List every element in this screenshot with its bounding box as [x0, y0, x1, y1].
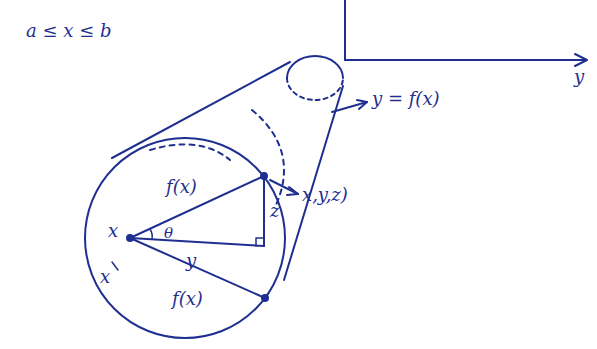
angle-arc [150, 229, 152, 239]
point-dot [261, 173, 267, 179]
axis-line [344, 0, 346, 60]
small-end-ellipse [287, 56, 343, 78]
center-dot [127, 235, 133, 241]
hidden-arc [252, 110, 284, 205]
axis-label: x [100, 266, 110, 288]
axis-line [345, 59, 586, 61]
point-dot [262, 295, 268, 301]
leader-line [270, 180, 298, 194]
arrowhead [357, 100, 367, 109]
z-leg [263, 176, 265, 246]
leg-label: z [270, 200, 279, 222]
leader-line [112, 262, 118, 270]
radius-line [130, 176, 264, 238]
arrowhead [575, 54, 587, 66]
y-leg [130, 238, 264, 246]
leg-label: y [186, 250, 196, 272]
axis-label: y [574, 66, 584, 88]
range-note: a ≤ x ≤ b [26, 20, 111, 42]
radius-label: f(x) [166, 176, 197, 198]
point-label: x,y,z) [302, 184, 348, 206]
cone-edge [284, 86, 343, 280]
curve-label: y = f(x) [372, 88, 440, 110]
small-end-ellipse-hidden [287, 78, 343, 100]
cone-edge [112, 62, 290, 158]
right-angle-mark [256, 238, 264, 246]
center-label: x [108, 220, 118, 242]
cross-section-circle [85, 138, 285, 338]
arrowhead [287, 187, 298, 195]
hidden-arc [150, 144, 230, 160]
angle-label: θ [164, 224, 173, 242]
radius-label: f(x) [172, 288, 203, 310]
